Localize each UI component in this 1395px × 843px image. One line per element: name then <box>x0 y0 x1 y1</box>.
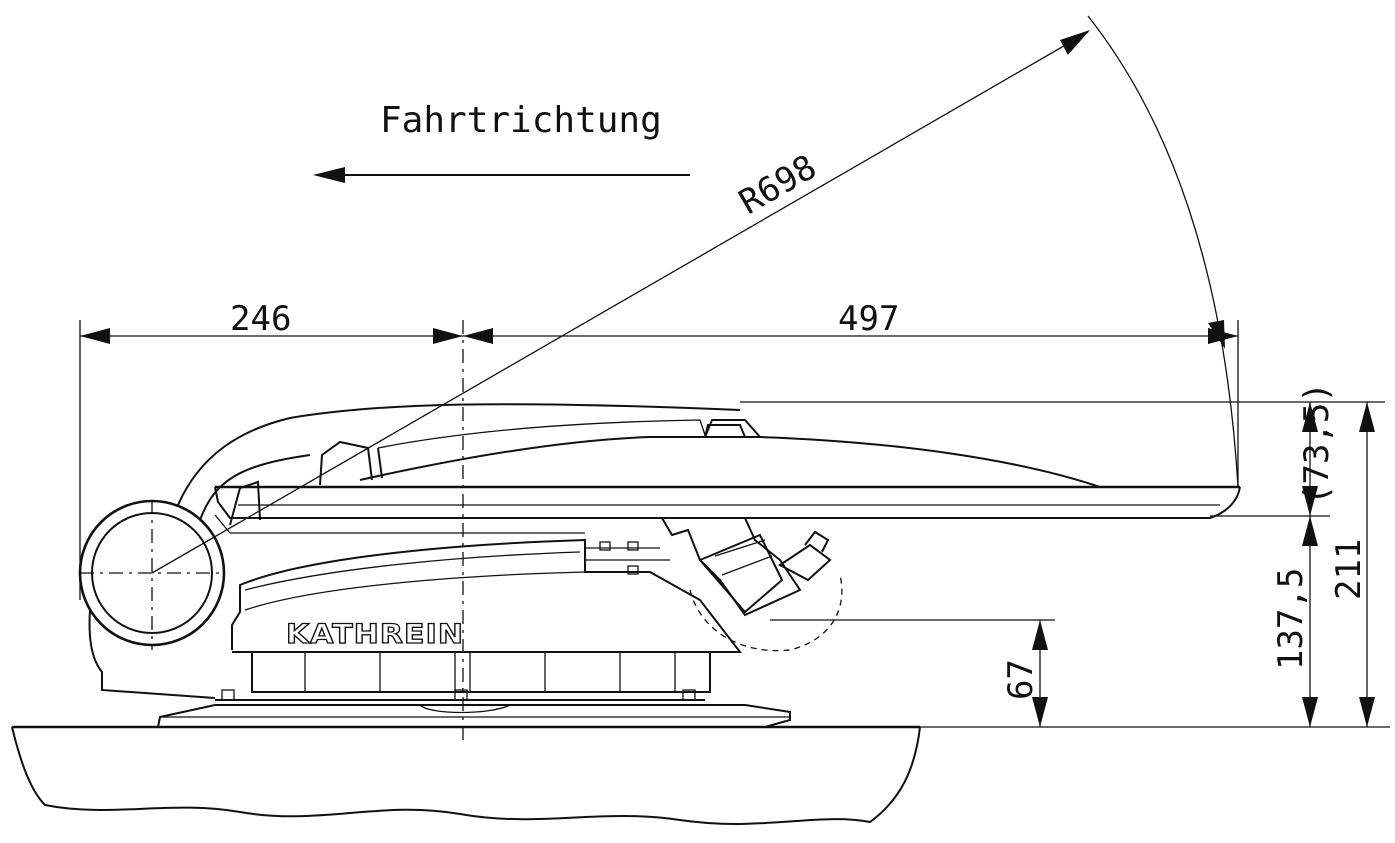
antenna-unit: KATHREIN <box>78 403 1241 728</box>
radius-dimension: R698 <box>151 15 1239 574</box>
vehicle-roof <box>11 725 921 825</box>
dish-reflector <box>177 403 1241 526</box>
dome-height-label: (73,5) <box>1297 382 1337 505</box>
rotor-ribs <box>251 651 711 693</box>
direction-label: Fahrtrichtung <box>380 100 662 141</box>
connector-height-label: 67 <box>1001 659 1041 700</box>
direction-arrow-icon <box>313 167 345 183</box>
rear-length-label: 497 <box>838 299 899 339</box>
front-length-label: 246 <box>230 299 291 339</box>
body-height-label: 137,5 <box>1271 568 1311 670</box>
height-dimensions: (73,5) 137,5 211 67 <box>740 382 1390 728</box>
pivot-cylinder <box>78 499 585 699</box>
lnb-connector <box>661 517 843 652</box>
length-dimensions: 246 497 <box>79 299 1239 600</box>
brand-logo: KATHREIN <box>286 619 464 650</box>
direction-indicator: Fahrtrichtung <box>313 100 690 183</box>
total-height-label: 211 <box>1329 539 1369 600</box>
